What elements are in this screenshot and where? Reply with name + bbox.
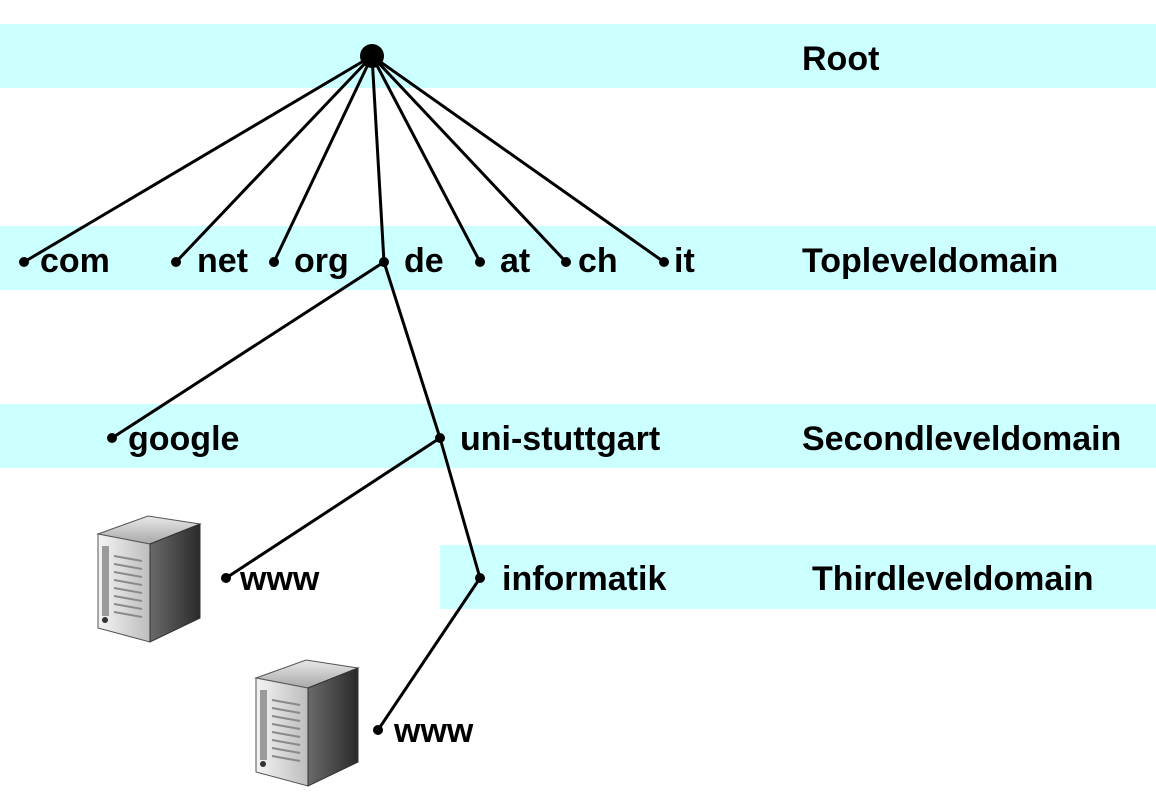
label-at: at — [500, 242, 530, 280]
node-dot-at — [475, 257, 485, 267]
node-dot-net — [171, 257, 181, 267]
node-dot-com — [19, 257, 29, 267]
edges — [23, 54, 665, 731]
edge-uni-stuttgart-www — [225, 436, 441, 580]
band-thirdlevel — [440, 545, 1156, 609]
node-dot-www-informatik — [373, 725, 383, 735]
level-label-secondlevel: Secondleveldomain — [802, 420, 1121, 458]
label-com: com — [40, 242, 110, 280]
server-icon — [97, 515, 201, 643]
label-it: it — [674, 242, 695, 280]
server-icon — [255, 659, 359, 787]
edge-informatik-www — [376, 577, 482, 731]
label-www-uni: www — [239, 560, 320, 598]
label-uni-stuttgart: uni-stuttgart — [460, 420, 660, 458]
node-dot-uni-stuttgart — [435, 433, 445, 443]
band-secondlevel — [0, 404, 1156, 468]
node-dot-google — [107, 433, 117, 443]
level-label-thirdlevel: Thirdleveldomain — [812, 560, 1094, 598]
edge-root-it — [371, 54, 665, 264]
level-label-root: Root — [802, 40, 879, 78]
label-org: org — [294, 242, 349, 280]
label-ch: ch — [578, 242, 618, 280]
label-de: de — [404, 242, 444, 280]
edge-root-net — [174, 54, 374, 264]
edge-root-ch — [370, 54, 568, 264]
node-dot-it — [659, 257, 669, 267]
edge-root-org — [272, 55, 374, 263]
edge-root-de — [370, 55, 386, 263]
node-dot-org — [269, 257, 279, 267]
node-dot-informatik — [475, 573, 485, 583]
node-dot-www-uni — [221, 573, 231, 583]
edge-uni-stuttgart-informatik — [438, 437, 482, 579]
node-dot-ch — [561, 257, 571, 267]
level-label-toplevel: Topleveldomain — [802, 242, 1058, 280]
label-google: google — [128, 420, 239, 458]
node-dot-de — [379, 257, 389, 267]
band-root — [0, 24, 1156, 88]
label-net: net — [197, 242, 248, 280]
edge-de-uni-stuttgart — [382, 261, 442, 439]
edge-root-com — [23, 54, 373, 264]
label-informatik: informatik — [502, 560, 666, 598]
band-toplevel — [0, 226, 1156, 290]
root-node — [360, 44, 384, 68]
label-www-informatik: www — [393, 712, 474, 750]
edge-root-at — [370, 55, 482, 263]
edge-de-google — [111, 260, 385, 440]
